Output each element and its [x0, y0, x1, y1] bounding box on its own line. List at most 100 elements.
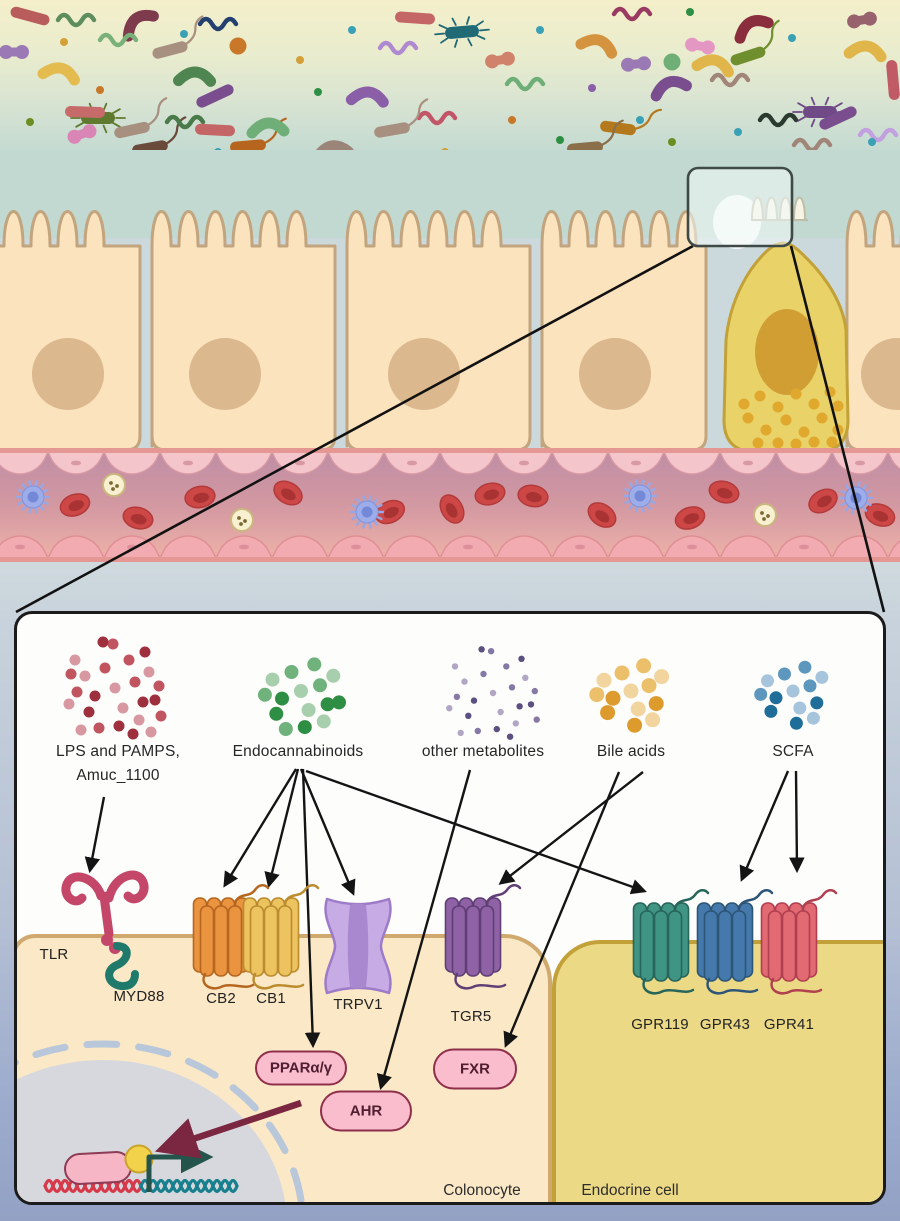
- epithelial-cell: [345, 210, 532, 452]
- bacterium: [650, 75, 692, 102]
- metabolite-cluster-lps: [63, 636, 167, 740]
- bacterium: [819, 106, 857, 130]
- arrow-bile-to-tgr5: [498, 771, 644, 885]
- receptor-label-gpr43: GPR43: [699, 1016, 751, 1033]
- bacterium: [345, 86, 389, 108]
- bacterium: [600, 108, 663, 136]
- bacterium: [37, 62, 80, 86]
- receptor-label-cb2: CB2: [206, 990, 236, 1007]
- bacterium: [611, 6, 653, 22]
- factor-label-ahr: AHR: [349, 1102, 383, 1120]
- bacterium: [791, 137, 833, 153]
- bacterium: [164, 114, 206, 130]
- bacterium: [374, 98, 429, 138]
- bacterium: [434, 16, 490, 48]
- bacterium: [668, 138, 676, 146]
- bacterium: [348, 26, 356, 34]
- metabolite-label-other: other metabolites: [421, 743, 545, 760]
- cell-nucleus: [579, 338, 651, 410]
- bacterium: [65, 105, 105, 119]
- bacterium: [886, 60, 900, 100]
- cell-label-endocrine: Endocrine cell: [581, 1182, 679, 1199]
- receptor-tgr5: [444, 884, 522, 990]
- bacterium: [504, 76, 546, 92]
- bacterium: [395, 11, 435, 25]
- arrow-endocannabinoids-to-cb2: [223, 768, 298, 888]
- metabolite-cluster-bile: [589, 658, 670, 733]
- polymerase: [64, 1151, 132, 1185]
- arrow-endocannabinoids-to-ppar: [301, 768, 321, 1049]
- arrow-endocannabinoids-to-gpr119: [305, 769, 647, 895]
- bacterium: [686, 8, 694, 16]
- bacterium: [663, 53, 681, 71]
- bacterium: [868, 138, 876, 146]
- bacterium: [636, 116, 644, 124]
- bacterium: [536, 26, 544, 34]
- arrow-bile-to-fxr: [503, 771, 621, 1048]
- endocrine-cell: [552, 940, 883, 1202]
- bacterium: [26, 118, 34, 126]
- bacterium: [10, 6, 50, 26]
- bacteria-field: [0, 6, 900, 164]
- epithelium-layer: [0, 150, 900, 455]
- red-blood-cell: [708, 480, 740, 504]
- bacterium: [296, 56, 304, 64]
- bacterium: [197, 16, 239, 32]
- bacterium: [734, 128, 742, 136]
- bacterium: [730, 19, 780, 66]
- epithelial-cell: [540, 210, 708, 452]
- metabolite-label-lps: LPS and PAMPS, Amuc_1100: [56, 743, 180, 785]
- bacterium: [556, 136, 564, 144]
- inset-glyphs: [17, 636, 838, 1202]
- metabolite-cluster-endocannabinoids: [257, 657, 346, 736]
- cell-nucleus: [388, 338, 460, 410]
- signal-to-gene-arrow: [154, 1099, 303, 1159]
- bacterium: [114, 97, 168, 139]
- bacterium: [97, 32, 139, 48]
- receptor-label-myd88: MYD88: [113, 988, 165, 1005]
- bacterium: [847, 11, 877, 29]
- bacterium: [67, 124, 97, 144]
- bacterium: [152, 15, 204, 59]
- arrow-other-to-ahr: [376, 769, 472, 1091]
- bacterium: [788, 34, 796, 42]
- bacterium: [229, 37, 247, 55]
- arrow-scfa-to-gpr43: [739, 770, 790, 882]
- bacterium: [508, 116, 516, 124]
- bacterium: [588, 84, 596, 92]
- receptor-cb1: [242, 884, 320, 990]
- bacterium: [416, 110, 458, 126]
- bacterium: [195, 123, 235, 137]
- receptor-gpr43: [696, 889, 774, 995]
- cell-nucleus: [189, 338, 261, 410]
- factor-fxr: FXR: [433, 1048, 517, 1090]
- nuclear-envelope: [17, 1040, 305, 1202]
- metabolite-cluster-other: [446, 646, 540, 740]
- bacterium: [173, 66, 217, 87]
- metabolite-label-scfa: SCFA: [772, 743, 814, 760]
- nucleus: [17, 1040, 305, 1202]
- epithelial-cell: [845, 210, 900, 452]
- receptor-label-tgr5: TGR5: [450, 1008, 492, 1025]
- goblet-nucleus: [755, 309, 819, 395]
- bacterium: [0, 45, 29, 59]
- arrow-endocannabinoids-to-trpv1: [299, 768, 356, 896]
- metabolite-label-bile-acids: Bile acids: [596, 743, 666, 760]
- bacterium: [843, 40, 887, 63]
- bacterium: [621, 56, 651, 72]
- bacterium: [196, 84, 234, 108]
- bacterium: [691, 54, 734, 78]
- bacterium: [60, 38, 68, 46]
- factor-label-ppar: PPARα/γ: [269, 1059, 333, 1077]
- inset-panel: LPS and PAMPS, Amuc_1100 Endocannabinoid…: [14, 611, 886, 1205]
- bacterium: [857, 127, 899, 143]
- receptor-label-tlr: TLR: [39, 946, 69, 963]
- metabolite-label-endocannabinoids: Endocannabinoids: [232, 743, 364, 760]
- bacterium: [246, 117, 290, 139]
- receptor-tlr: [61, 870, 149, 954]
- factor-ppar: PPARα/γ: [255, 1050, 347, 1086]
- receptor-gpr41: [760, 889, 838, 995]
- receptor-myd88: [105, 942, 139, 991]
- granulocyte: [102, 473, 126, 497]
